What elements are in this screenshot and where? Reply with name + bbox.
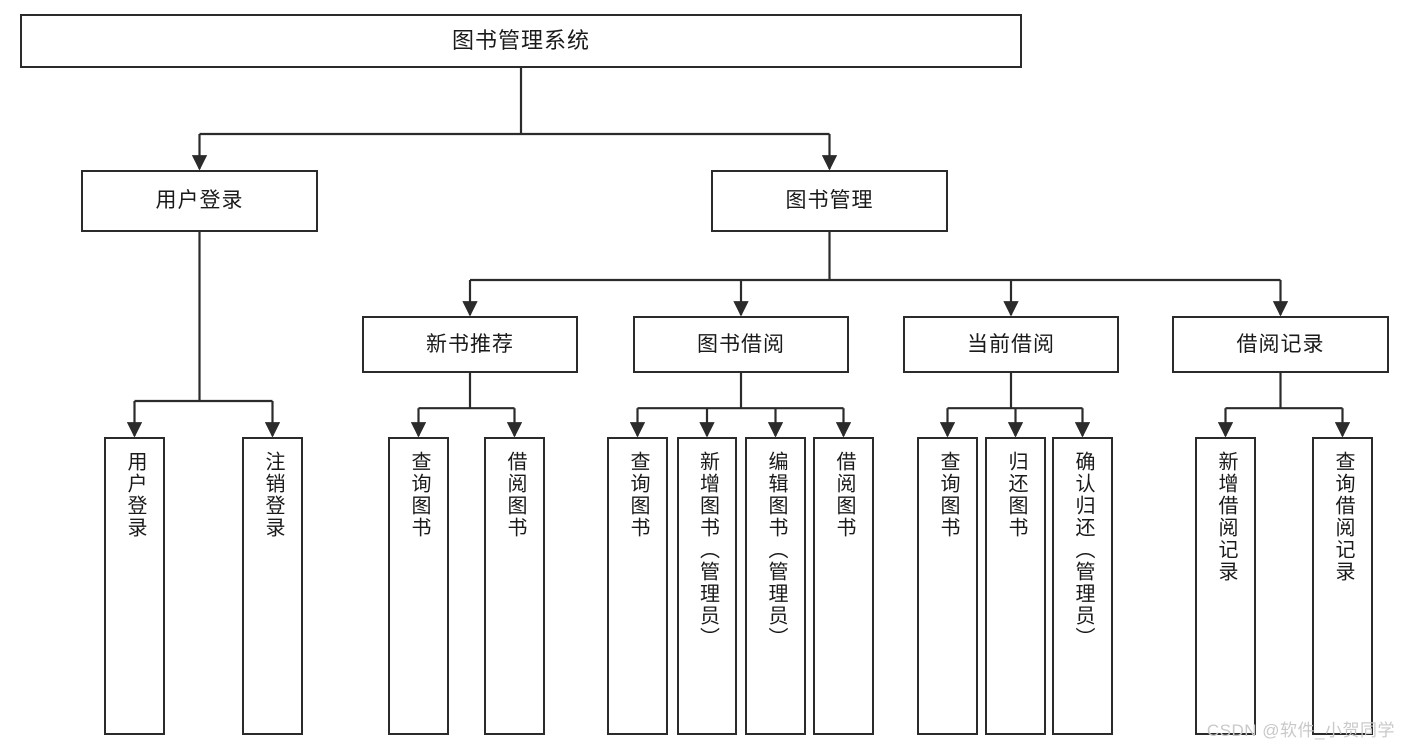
node-leaf-edit-book-label: 编辑图书（管理员） bbox=[765, 451, 787, 649]
node-leaf-user-logout[interactable]: 注销登录 bbox=[242, 437, 303, 735]
node-leaf-add-book[interactable]: 新增图书（管理员） bbox=[677, 437, 737, 735]
node-leaf-return-book[interactable]: 归还图书 bbox=[985, 437, 1046, 735]
node-leaf-query-book-1[interactable]: 查询图书 bbox=[388, 437, 449, 735]
node-book-manage[interactable]: 图书管理 bbox=[711, 170, 948, 232]
node-book-manage-label: 图书管理 bbox=[785, 189, 874, 213]
node-leaf-query-record-label: 查询借阅记录 bbox=[1332, 451, 1354, 583]
node-leaf-borrow-book-2[interactable]: 借阅图书 bbox=[813, 437, 874, 735]
node-leaf-confirm-return[interactable]: 确认归还（管理员） bbox=[1052, 437, 1113, 735]
node-current-borrow-label: 当前借阅 bbox=[967, 332, 1055, 356]
node-borrow-record-label: 借阅记录 bbox=[1236, 332, 1325, 356]
node-book-borrow[interactable]: 图书借阅 bbox=[633, 316, 849, 373]
node-leaf-confirm-return-label: 确认归还（管理员） bbox=[1072, 451, 1094, 649]
node-new-book-recommend-label: 新书推荐 bbox=[426, 332, 514, 356]
node-leaf-borrow-book-1-label: 借阅图书 bbox=[504, 451, 526, 539]
node-new-book-recommend[interactable]: 新书推荐 bbox=[362, 316, 578, 373]
node-leaf-user-login-label: 用户登录 bbox=[124, 451, 146, 539]
node-leaf-query-book-2-label: 查询图书 bbox=[627, 451, 649, 539]
node-leaf-borrow-book-2-label: 借阅图书 bbox=[833, 451, 855, 539]
node-user-login[interactable]: 用户登录 bbox=[81, 170, 318, 232]
node-current-borrow[interactable]: 当前借阅 bbox=[903, 316, 1119, 373]
node-leaf-return-book-label: 归还图书 bbox=[1005, 451, 1027, 539]
node-leaf-user-logout-label: 注销登录 bbox=[262, 451, 284, 539]
node-root[interactable]: 图书管理系统 bbox=[20, 14, 1022, 68]
node-leaf-add-book-label: 新增图书（管理员） bbox=[696, 451, 719, 649]
node-leaf-add-record[interactable]: 新增借阅记录 bbox=[1195, 437, 1256, 735]
node-leaf-edit-book[interactable]: 编辑图书（管理员） bbox=[745, 437, 806, 735]
node-leaf-query-book-3[interactable]: 查询图书 bbox=[917, 437, 978, 735]
node-leaf-add-record-label: 新增借阅记录 bbox=[1215, 451, 1237, 583]
node-leaf-query-book-2[interactable]: 查询图书 bbox=[607, 437, 668, 735]
node-borrow-record[interactable]: 借阅记录 bbox=[1172, 316, 1389, 373]
node-leaf-query-record[interactable]: 查询借阅记录 bbox=[1312, 437, 1373, 735]
csdn-watermark: CSDN @软件_小贺同学 bbox=[1206, 721, 1395, 740]
node-leaf-user-login[interactable]: 用户登录 bbox=[104, 437, 165, 735]
node-root-label: 图书管理系统 bbox=[451, 27, 590, 53]
node-book-borrow-label: 图书借阅 bbox=[697, 332, 785, 356]
node-leaf-query-book-1-label: 查询图书 bbox=[408, 451, 430, 539]
node-leaf-query-book-3-label: 查询图书 bbox=[937, 451, 959, 539]
node-user-login-label: 用户登录 bbox=[155, 189, 244, 213]
node-leaf-borrow-book-1[interactable]: 借阅图书 bbox=[484, 437, 545, 735]
